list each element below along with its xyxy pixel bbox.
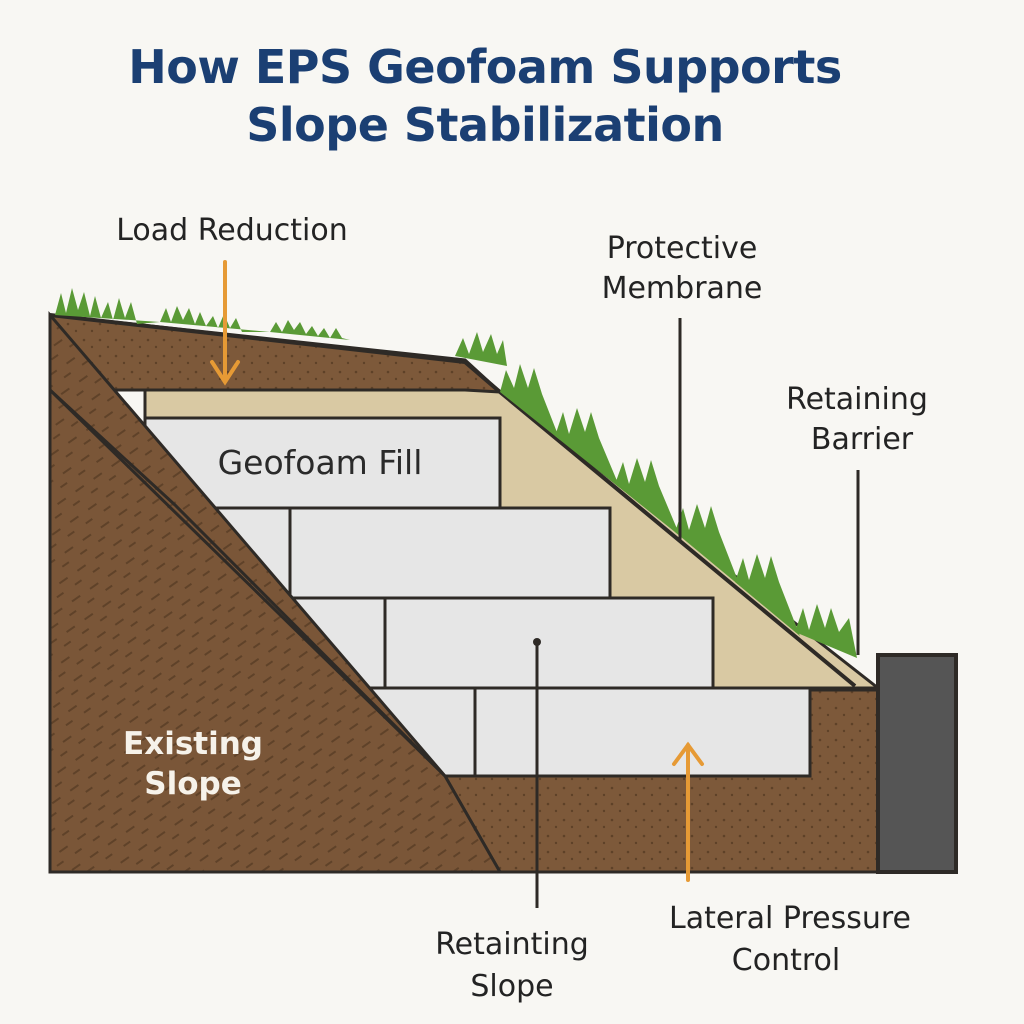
lateral-pressure-label-1: Lateral Pressure — [669, 901, 911, 936]
protective-membrane-label-1: Protective — [607, 231, 758, 266]
retainting-slope-label-2: Slope — [470, 969, 553, 1004]
title-line-1: How EPS Geofoam Supports — [128, 40, 842, 94]
title-line-2: Slope Stabilization — [246, 98, 724, 152]
slope-face — [48, 386, 503, 874]
existing-slope-label-2: Slope — [144, 766, 241, 802]
retaining-barrier-label-2: Barrier — [811, 422, 914, 457]
lateral-pressure-arrow — [672, 741, 704, 882]
retaining-barrier — [876, 653, 958, 874]
geofoam-fill-label: Geofoam Fill — [218, 443, 423, 482]
geofoam-block — [383, 596, 715, 690]
retainting-slope-label-1: Retainting — [435, 927, 589, 962]
retaining-barrier-label-1: Retaining — [786, 382, 928, 417]
page-title: How EPS Geofoam Supports Slope Stabiliza… — [0, 38, 970, 154]
existing-slope-label-1: Existing — [123, 726, 263, 762]
load-reduction-label: Load Reduction — [116, 213, 347, 248]
geofoam-block — [473, 686, 812, 778]
retainting-slope-dot — [533, 638, 541, 646]
ground-surface — [49, 313, 857, 688]
geofoam-block — [288, 506, 612, 600]
lateral-pressure-label-2: Control — [732, 943, 840, 978]
load-reduction-arrow — [210, 260, 240, 386]
protective-membrane-label-2: Membrane — [602, 271, 763, 306]
grass — [55, 288, 857, 658]
